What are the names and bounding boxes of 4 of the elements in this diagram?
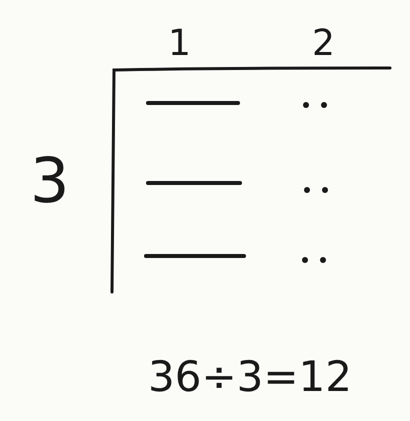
divisor-number: 3 — [30, 150, 70, 212]
column-number: 2 — [312, 26, 335, 62]
column-number: 1 — [168, 26, 191, 62]
equation-text: 36÷3=12 — [148, 356, 352, 398]
